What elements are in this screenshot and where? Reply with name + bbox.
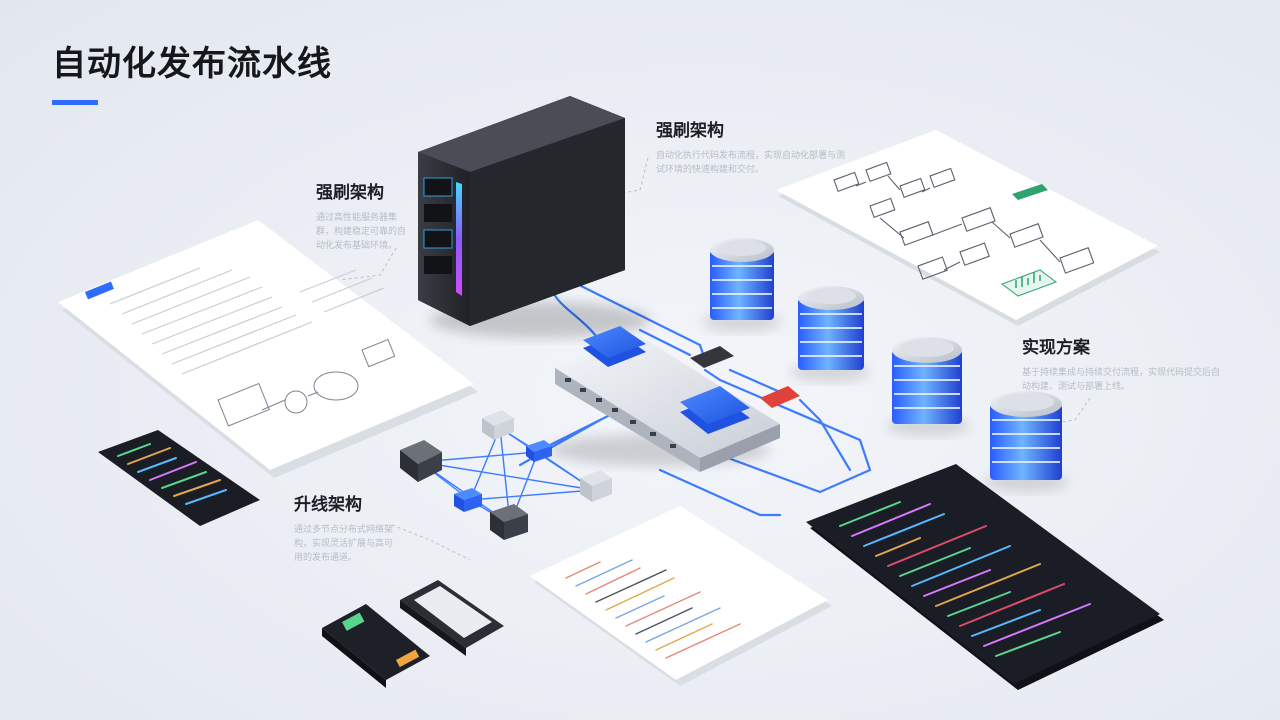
callout-right: 实现方案 基于持续集成与持续交付流程，实现代码提交后自动构建、测试与部署上线。 [1022, 333, 1228, 394]
storage-canister-4 [984, 391, 1068, 492]
callout-description: 通过高性能服务器集群，构建稳定可靠的自动化发布基础环境。 [316, 213, 407, 251]
flowchart-document [776, 130, 1160, 326]
router-device [322, 604, 430, 688]
server-tower [418, 96, 650, 338]
storage-canister-1 [702, 238, 782, 332]
config-sheet [530, 506, 832, 686]
callout-description: 基于持续集成与持续交付流程，实现代码提交后自动构建、测试与部署上线。 [1022, 368, 1221, 392]
storage-canister-2 [790, 286, 870, 382]
callout-title: 强刷架构 [656, 121, 724, 141]
title-accent-bar [52, 100, 98, 105]
storage-canisters [702, 238, 1068, 492]
callout-description: 通过多节点分布式网络架构，实现灵活扩展与高可用的发布通道。 [294, 525, 394, 563]
callout-title: 实现方案 [1022, 338, 1090, 358]
callout-bottom-left: 升线架构 通过多节点分布式网络架构，实现灵活扩展与高可用的发布通道。 [294, 490, 394, 565]
callout-title: 升线架构 [294, 495, 362, 515]
edge-devices [322, 580, 504, 688]
callout-left-server: 强刷架构 通过高性能服务器集群，构建稳定可靠的自动化发布基础环境。 [316, 178, 412, 253]
spec-document [58, 220, 478, 478]
callout-title: 强刷架构 [316, 183, 384, 203]
mesh-network [400, 410, 612, 540]
storage-drive-device [400, 580, 504, 656]
callout-description: 自动化执行代码发布流程，实现自动化部署与测试环境的快速构建和交付。 [656, 151, 846, 175]
mini-code-card [98, 430, 260, 526]
code-editor-panel [806, 464, 1164, 690]
callout-top-center: 强刷架构 自动化执行代码发布流程，实现自动化部署与测试环境的快速构建和交付。 [656, 116, 846, 177]
central-switch [550, 326, 800, 472]
page-title: 自动化发布流水线 [52, 44, 332, 84]
storage-canister-3 [886, 337, 970, 436]
